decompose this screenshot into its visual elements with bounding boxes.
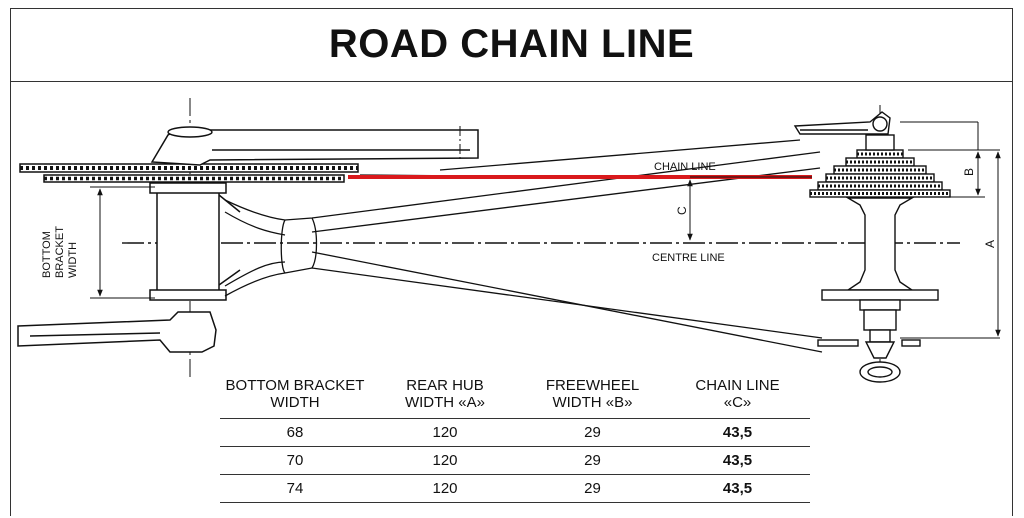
dimension-c: C <box>675 179 693 241</box>
cell-freewheel: 29 <box>520 446 665 475</box>
header-line: WIDTH «B» <box>552 394 633 411</box>
table-header-row: BOTTOM BRACKET WIDTH REAR HUB WIDTH «A» … <box>220 375 810 419</box>
quick-release-lever <box>817 339 921 383</box>
header-line: WIDTH <box>270 394 320 411</box>
cell-chain-line: 43,5 <box>665 418 810 447</box>
derailleur-hanger <box>793 111 891 135</box>
freewheel-cassette <box>809 149 951 198</box>
bottom-bracket-label-line3: WIDTH <box>67 242 79 278</box>
cell-rear-hub: 120 <box>370 418 520 447</box>
cell-bottom-bracket: 68 <box>220 418 370 447</box>
centre-line-label: CENTRE LINE <box>652 252 725 264</box>
bottom-bracket-label-line1: BOTTOM <box>41 231 53 278</box>
cell-freewheel: 29 <box>520 418 665 447</box>
chain-line-table-wrap: BOTTOM BRACKET WIDTH REAR HUB WIDTH «A» … <box>220 375 810 503</box>
chainring <box>19 163 359 183</box>
chain-line-table: BOTTOM BRACKET WIDTH REAR HUB WIDTH «A» … <box>220 375 810 503</box>
dimension-a-label: A <box>983 240 997 248</box>
header-bottom-bracket-width: BOTTOM BRACKET WIDTH <box>220 375 370 419</box>
table-row: 68 120 29 43,5 <box>220 418 810 447</box>
table-row: 70 120 29 43,5 <box>220 446 810 475</box>
table-row: 74 120 29 43,5 <box>220 474 810 503</box>
cell-freewheel: 29 <box>520 474 665 503</box>
cell-rear-hub: 120 <box>370 474 520 503</box>
rear-hub <box>821 134 939 343</box>
cell-bottom-bracket: 74 <box>220 474 370 503</box>
dimension-b: B <box>908 149 1000 198</box>
chain-line-label: CHAIN LINE <box>654 161 716 173</box>
header-line: CHAIN LINE <box>695 377 780 394</box>
header-line: BOTTOM BRACKET <box>225 377 365 394</box>
cell-chain-line: 43,5 <box>665 474 810 503</box>
header-line: FREEWHEEL <box>545 377 640 394</box>
diagram-frame <box>10 8 1013 516</box>
cell-rear-hub: 120 <box>370 446 520 475</box>
lower-crank-arm <box>17 311 217 353</box>
bottom-bracket-shell <box>149 182 241 301</box>
header-line: WIDTH «A» <box>404 394 485 411</box>
dimension-c-label: C <box>675 206 689 215</box>
header-line: REAR HUB <box>406 377 484 394</box>
dimension-bottom-bracket <box>90 186 155 299</box>
upper-crank-arm <box>150 126 479 166</box>
page-title: ROAD CHAIN LINE <box>10 8 1013 82</box>
header-line: «C» <box>723 394 752 411</box>
dimension-b-label: B <box>962 168 976 176</box>
cell-bottom-bracket: 70 <box>220 446 370 475</box>
bottom-bracket-label-line2: BRACKET <box>54 226 66 278</box>
header-chain-line: CHAIN LINE «C» <box>665 375 810 419</box>
header-rear-hub-width: REAR HUB WIDTH «A» <box>370 375 520 419</box>
dimension-a: A <box>900 121 1001 339</box>
header-freewheel-width: FREEWHEEL WIDTH «B» <box>520 375 665 419</box>
cell-chain-line: 43,5 <box>665 446 810 475</box>
